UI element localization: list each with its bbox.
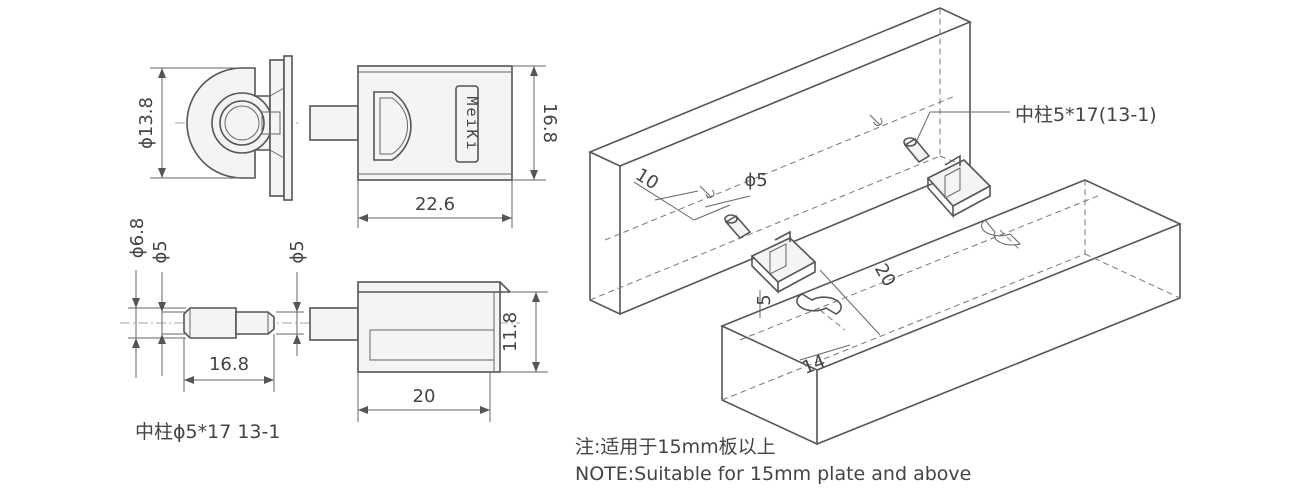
- dim-iso-hole-offset: 10: [632, 164, 663, 194]
- bottom-view: [300, 281, 548, 422]
- fitting-right: [926, 154, 992, 219]
- dim-iso-groove-width: 14: [799, 351, 828, 379]
- pin-right: [869, 111, 1010, 164]
- dim-front-diameter: ϕ13.8: [136, 97, 157, 149]
- dim-side-width: 22.6: [415, 194, 455, 215]
- note-english: NOTE:Suitable for 15mm plate and above: [575, 463, 972, 485]
- dim-pin-inner-diameter: ϕ5: [150, 240, 171, 263]
- dim-pin-outer-diameter: ϕ6.8: [127, 218, 148, 259]
- note-chinese: 注:适用于15mm板以上: [575, 436, 776, 458]
- pin-left: [699, 185, 752, 240]
- dim-iso-hole-diameter: ϕ5: [744, 170, 767, 191]
- brand-logo: MeiKi: [463, 96, 481, 151]
- center-pin-callout: 中柱5*17(13-1): [1015, 104, 1157, 126]
- dim-side-height: 16.8: [539, 103, 560, 143]
- dim-bottom-height: 11.8: [500, 312, 521, 352]
- pin-view: [120, 270, 304, 392]
- isometric-assembly: [588, 7, 1183, 446]
- side-view: [309, 65, 546, 228]
- dim-pin-length: 16.8: [209, 354, 249, 375]
- pin-part-label: 中柱ϕ5*17 13-1: [135, 421, 281, 443]
- dim-iso-groove-edge: 5: [754, 294, 775, 305]
- front-view: [150, 55, 300, 201]
- dim-bottom-width: 20: [413, 386, 436, 407]
- fitting-left: [750, 230, 817, 294]
- dim-pin-tip-diameter: ϕ5: [287, 240, 308, 263]
